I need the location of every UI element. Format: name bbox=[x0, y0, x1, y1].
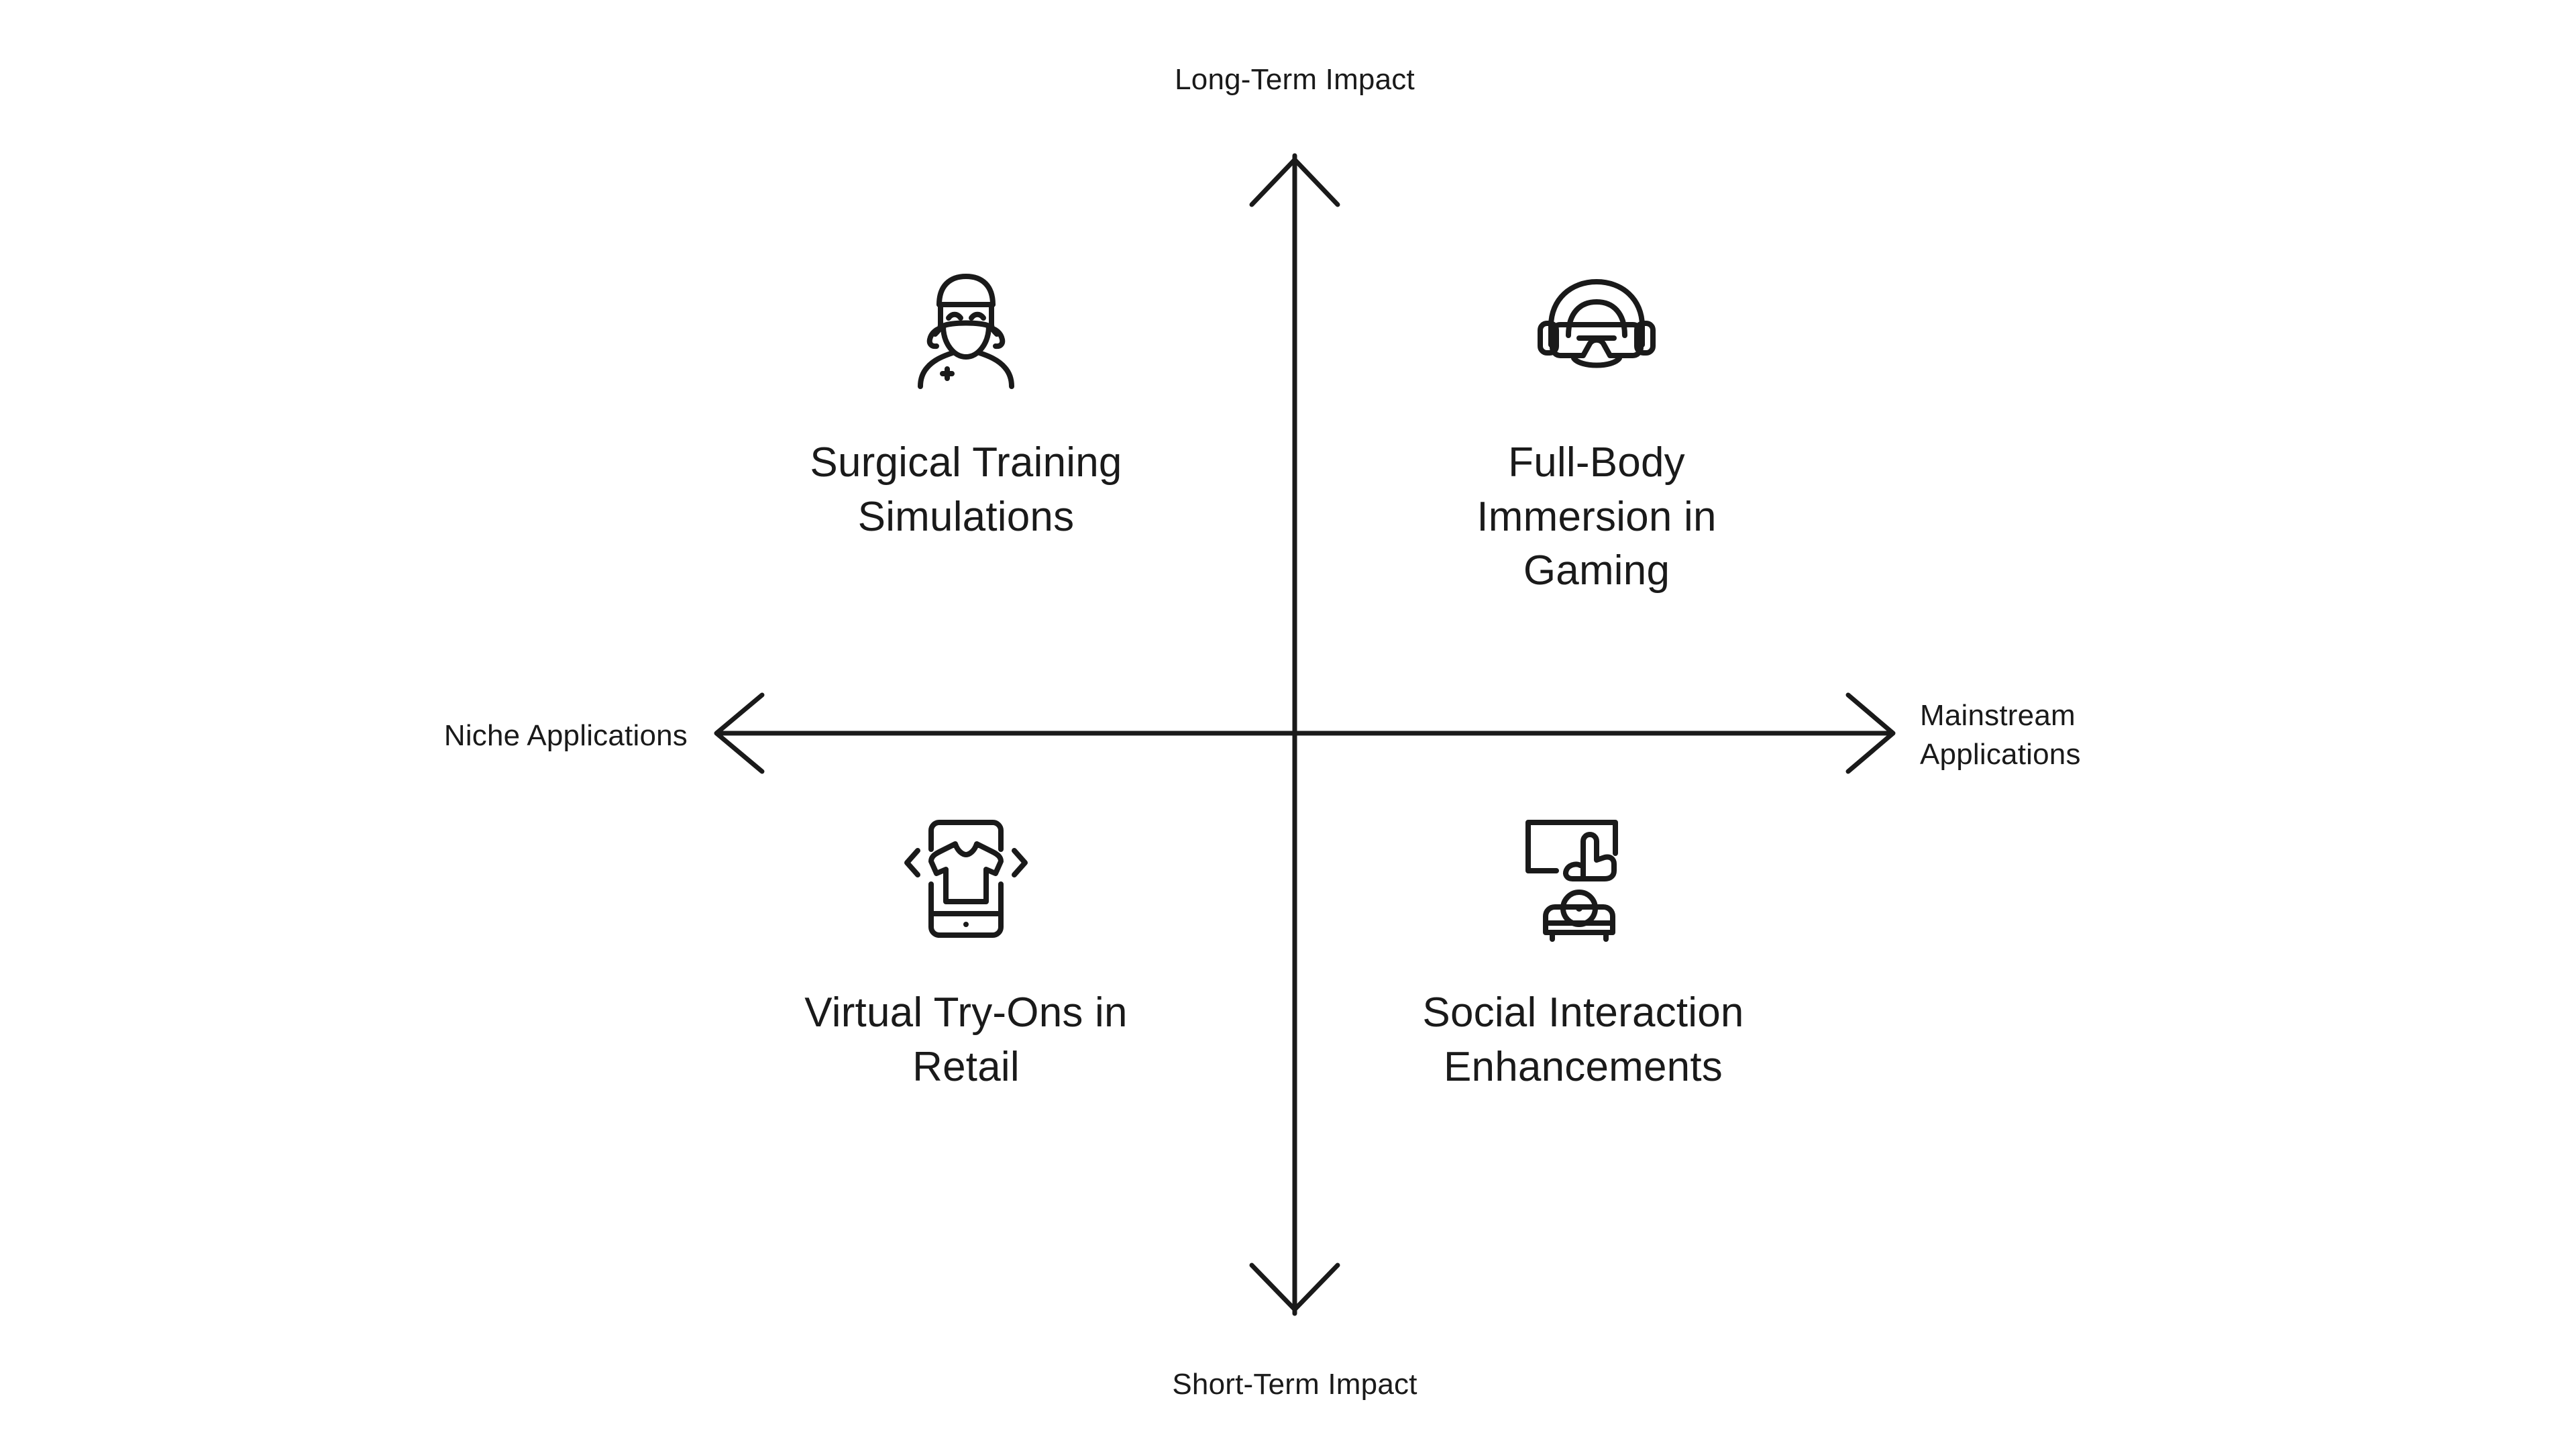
phone-tshirt-icon bbox=[899, 812, 1033, 946]
screen-sofa-interaction-icon bbox=[1516, 812, 1650, 946]
quadrant-bottom-right[interactable]: Social Interaction Enhancements bbox=[1368, 812, 1798, 1094]
axis-arrow-down-icon bbox=[1249, 1263, 1340, 1312]
vr-headset-icon bbox=[1529, 262, 1664, 396]
quadrant-top-left[interactable]: Surgical Training Simulations bbox=[751, 262, 1181, 544]
axis-label-short-term-impact: Short-Term Impact bbox=[1172, 1368, 1417, 1401]
chevron-right-icon bbox=[1012, 848, 1028, 877]
surgeon-icon bbox=[899, 262, 1033, 396]
chevron-left-icon bbox=[904, 848, 920, 877]
axis-label-long-term-impact: Long-Term Impact bbox=[1175, 63, 1415, 96]
axis-arrow-left-icon bbox=[714, 692, 765, 774]
quadrant-label-full-body-immersion-in-gaming: Full-Body Immersion in Gaming bbox=[1477, 439, 1717, 594]
axis-label-mainstream-applications: Mainstream Applications bbox=[1920, 699, 2081, 771]
quadrant-label-surgical-training-simulations: Surgical Training Simulations bbox=[810, 439, 1122, 540]
axis-arrow-up-icon bbox=[1249, 157, 1340, 207]
quadrant-label-social-interaction-enhancements: Social Interaction Enhancements bbox=[1422, 989, 1744, 1090]
axis-label-niche-applications: Niche Applications bbox=[443, 719, 688, 752]
quadrant-label-virtual-try-ons-in-retail: Virtual Try-Ons in Retail bbox=[804, 989, 1128, 1090]
quadrant-bottom-left[interactable]: Virtual Try-Ons in Retail bbox=[751, 812, 1181, 1094]
axis-arrow-right-icon bbox=[1845, 692, 1896, 774]
quadrant-top-right[interactable]: Full-Body Immersion in Gaming bbox=[1409, 262, 1784, 598]
